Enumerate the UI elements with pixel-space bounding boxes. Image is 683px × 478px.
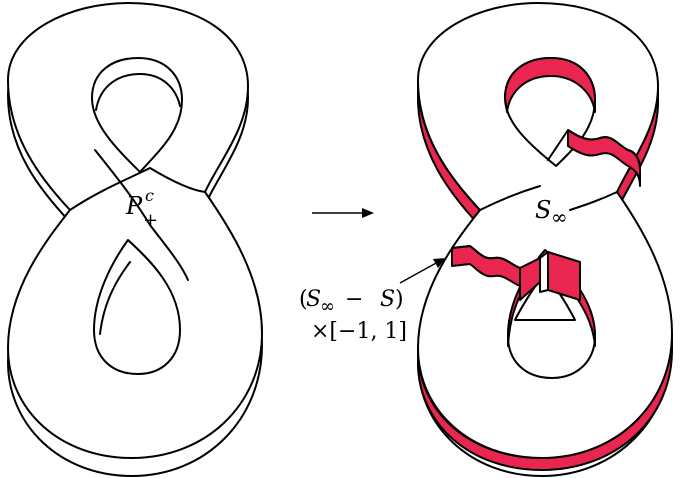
annotation-S: S xyxy=(306,287,321,312)
annotation: ( S ∞ − S ) ×[−1, 1] xyxy=(299,258,446,344)
left-eight-top-face xyxy=(7,2,263,459)
left-upper-hole xyxy=(91,57,183,173)
left-label: P c + xyxy=(125,186,158,231)
left-label-superscript: c xyxy=(145,186,154,205)
left-figure-eight xyxy=(7,2,263,477)
annotation-infinity: ∞ xyxy=(320,296,335,317)
map-arrow xyxy=(312,208,374,218)
annotation-minus: − xyxy=(338,287,370,312)
right-upper-hole-red-wall xyxy=(504,57,596,113)
right-label-subscript: ∞ xyxy=(551,205,568,229)
right-label-main: S xyxy=(535,196,551,224)
annotation-open-paren: ( xyxy=(299,287,308,312)
right-label: S ∞ xyxy=(535,196,568,229)
right-crossing-edge xyxy=(479,185,618,211)
right-middle-white-facet xyxy=(539,251,549,293)
left-crossing-band xyxy=(69,167,206,211)
annotation-S2: S xyxy=(380,287,395,312)
left-lower-hole-inner-wall xyxy=(99,261,131,335)
right-figure-eight xyxy=(417,2,673,477)
annotation-close-paren: ) xyxy=(395,287,404,312)
left-label-subscript: + xyxy=(143,210,158,231)
left-label-main: P xyxy=(125,192,143,220)
annotation-line1: ( S ∞ − S ) xyxy=(299,287,404,317)
annotation-line2: ×[−1, 1] xyxy=(311,319,407,344)
right-cut-upper-edge xyxy=(547,129,641,171)
left-upper-hole-inner-wall xyxy=(95,73,181,111)
left-crossing-edge xyxy=(94,149,189,281)
left-lower-hole xyxy=(93,239,181,375)
